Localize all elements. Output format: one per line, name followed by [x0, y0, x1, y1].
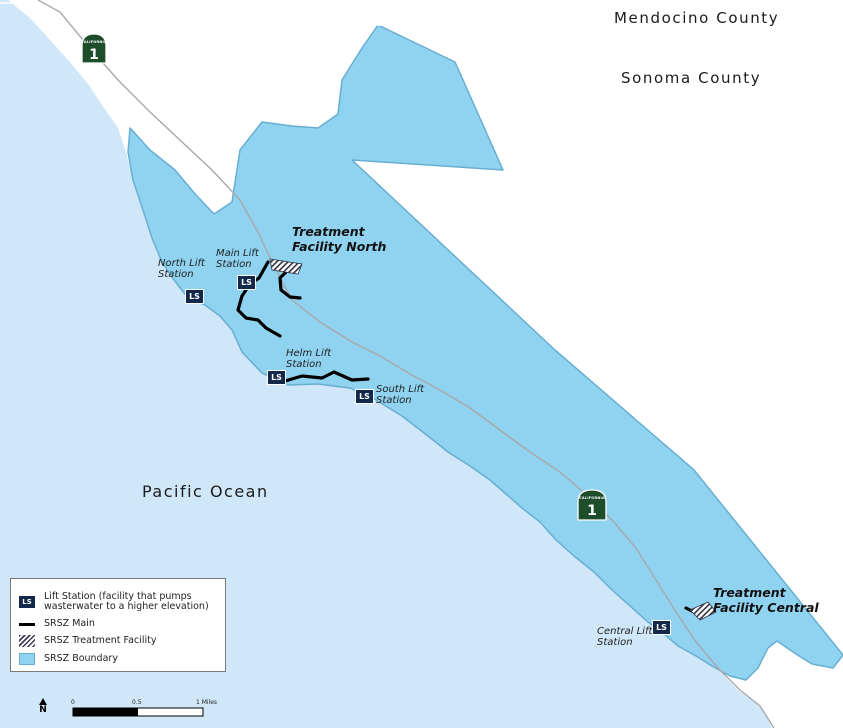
station-label-north: North Lift Station: [158, 258, 205, 280]
legend-label: SRSZ Boundary: [44, 653, 118, 664]
legend: LS Lift Station (facility that pumps was…: [10, 578, 226, 672]
highway-shield-2-shape: [577, 489, 607, 521]
facility-label-line: Treatment: [292, 224, 365, 239]
treatment-facility-icon: [19, 635, 35, 647]
station-label-main: Main Lift Station: [216, 248, 259, 270]
station-label-line: Station: [597, 637, 633, 648]
highway-shield-1-shape: [81, 33, 107, 64]
station-label-helm: Helm Lift Station: [286, 348, 331, 370]
station-label-line: Station: [286, 359, 322, 370]
facility-label-line: Treatment: [713, 585, 786, 600]
station-label-line: Station: [376, 395, 412, 406]
highway-shield-south: CALIFORNIA 1: [574, 491, 610, 523]
main-line-icon: [19, 618, 35, 630]
lift-station-icon: LS: [19, 596, 35, 608]
county-label-mendocino: Mendocino County: [614, 9, 780, 27]
station-label-line: North Lift: [158, 258, 205, 269]
shield-route-number: 1: [89, 47, 99, 63]
station-label-line: Station: [158, 269, 194, 280]
legend-item-main: SRSZ Main: [19, 618, 95, 630]
highway-shield-north: CALIFORNIA 1: [76, 35, 112, 67]
scale-tick-0: 0: [71, 699, 75, 706]
north-arrow-label: N: [39, 705, 47, 715]
treatment-facility-north-area: [269, 258, 303, 275]
lift-station-badge-north: LS: [185, 289, 204, 304]
facility-label-central: Treatment Facility Central: [713, 585, 819, 615]
legend-label-line: wasterwater to a higher elevation): [44, 601, 209, 612]
lift-station-badge-main: LS: [237, 275, 256, 290]
highway-1-road: [37, 0, 775, 728]
legend-label: SRSZ Treatment Facility: [44, 635, 157, 646]
lift-station-badge-south: LS: [355, 389, 374, 404]
station-label-line: Helm Lift: [286, 348, 332, 359]
north-arrow-icon: [39, 698, 47, 705]
lift-station-badge-helm: LS: [267, 370, 286, 385]
boundary-icon: [19, 653, 35, 665]
scale-bar: [72, 707, 204, 717]
scale-tick-1: 1 Miles: [196, 699, 218, 706]
shield-state-label: CALIFORNIA: [81, 40, 107, 44]
station-label-central: Central Lift Station: [597, 626, 652, 648]
treatment-facility-central-area: [689, 601, 717, 621]
legend-item-treatment-facility: SRSZ Treatment Facility: [19, 635, 156, 647]
shield-state-label: CALIFORNIA: [579, 496, 605, 500]
county-label-sonoma: Sonoma County: [621, 69, 762, 87]
station-label-line: Main Lift: [216, 248, 259, 259]
ocean-label: Pacific Ocean: [142, 482, 269, 501]
legend-label-line: Lift Station (facility that pumps: [44, 591, 192, 602]
legend-item-boundary: SRSZ Boundary: [19, 653, 118, 665]
legend-label: SRSZ Main: [44, 618, 95, 629]
scale-tick-half: 0.5: [132, 699, 142, 706]
station-label-line: Central Lift: [597, 626, 653, 637]
lift-station-badge-central: LS: [652, 620, 671, 635]
county-line: [0, 1, 843, 37]
station-label-line: South Lift: [376, 384, 425, 395]
legend-label: Lift Station (facility that pumps waster…: [44, 592, 209, 612]
facility-label-line: Facility North: [292, 239, 387, 254]
facility-label-line: Facility Central: [713, 600, 819, 615]
legend-item-lift-station: LS Lift Station (facility that pumps was…: [19, 592, 209, 612]
facility-label-north: Treatment Facility North: [292, 224, 386, 254]
north-arrow: N: [37, 698, 49, 715]
shield-route-number: 1: [587, 503, 597, 519]
station-label-south: South Lift Station: [376, 384, 424, 406]
srsz-boundary: [127, 24, 843, 681]
station-label-line: Station: [216, 259, 252, 270]
